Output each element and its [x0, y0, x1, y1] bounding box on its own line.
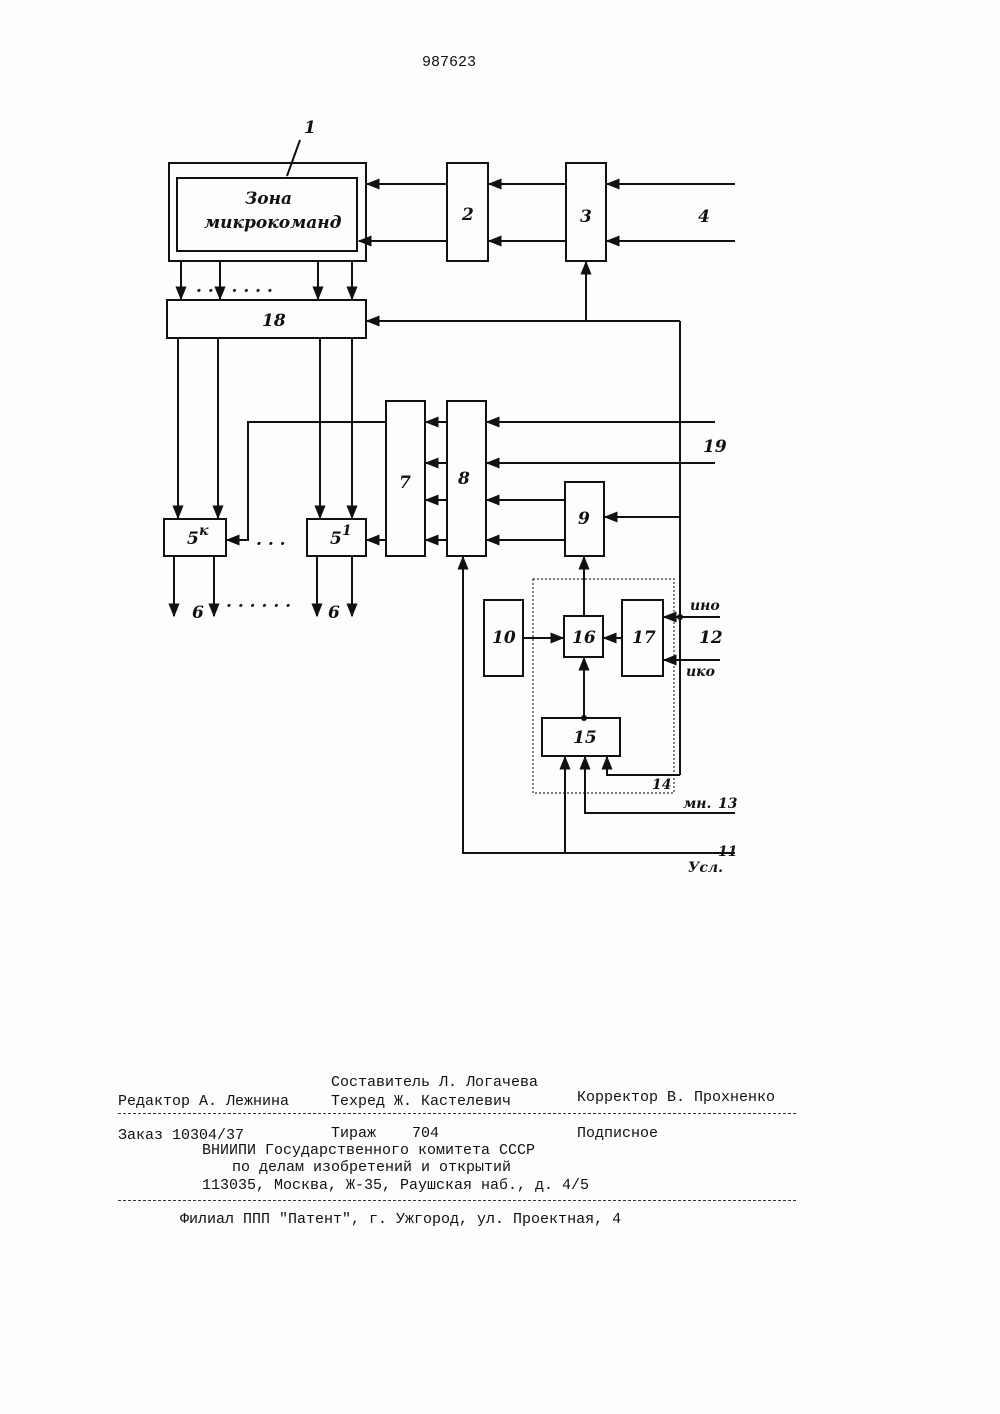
block-1-leader [287, 140, 300, 176]
colophon-po-delam: по делам изобретений и открытий [232, 1160, 511, 1175]
input-11-label: 11 [718, 844, 737, 860]
colophon-vniipi: ВНИИПИ Государственного комитета СССР [202, 1143, 535, 1158]
block-3-label: 3 [580, 207, 592, 227]
colophon-redaktor: Редактор А. Лежнина [118, 1094, 289, 1109]
colophon-tirazh: Тираж 704 [331, 1126, 439, 1141]
input-iko-label: ико [686, 664, 715, 680]
block-8-label: 8 [457, 469, 470, 489]
block-7-label: 7 [399, 473, 411, 493]
colophon-korrektor: Корректор В. Прохненко [577, 1090, 775, 1105]
input-4-label: 4 [698, 207, 710, 227]
block-2-label: 2 [461, 205, 474, 225]
input-usl-label: Усл. [688, 860, 723, 876]
colophon-sostavitel: Составитель Л. Логачева [331, 1075, 538, 1090]
block-17-label: 17 [632, 628, 656, 648]
colophon-rule-1 [118, 1113, 796, 1114]
input-ino-label: ино [690, 598, 720, 614]
zone-label-line2: микрокоманд [204, 213, 342, 233]
colophon-rule-2 [118, 1200, 796, 1201]
block-51-main: 5 [330, 529, 342, 549]
dots-bottom: . . . . . . [226, 592, 291, 612]
block-14-boundary [533, 579, 674, 793]
input-19-label: 19 [703, 437, 727, 457]
block-5k-sup: к [199, 523, 209, 539]
input-mn-label: мн. [683, 796, 711, 812]
output-6b-label: 6 [328, 603, 340, 623]
colophon-zakaz: Заказ 10304/37 [118, 1128, 244, 1143]
dots-top: . . . . . . . [196, 277, 273, 297]
block-1-label: 1 [304, 118, 316, 138]
colophon-address: 113035, Москва, Ж-35, Раушская наб., д. … [202, 1178, 589, 1193]
block-51-sup: 1 [342, 523, 352, 539]
colophon-podpisnoe: Подписное [577, 1126, 658, 1141]
colophon-tehred: Техред Ж. Кастелевич [331, 1094, 511, 1109]
input-13-label: 13 [718, 796, 738, 812]
block-16-label: 16 [572, 628, 596, 648]
dots-middle: . . . [256, 530, 286, 550]
block-9-label: 9 [578, 509, 590, 529]
input-12-label: 12 [699, 628, 723, 648]
block-15-label: 15 [573, 728, 597, 748]
block-10-label: 10 [492, 628, 516, 648]
block-5k-main: 5 [187, 529, 199, 549]
zone-label-line1: Зона [245, 189, 292, 209]
colophon-filial: Филиал ППП "Патент", г. Ужгород, ул. Про… [180, 1212, 621, 1227]
block-18-label: 18 [262, 311, 286, 331]
block-14-label: 14 [652, 777, 671, 793]
output-6a-label: 6 [192, 603, 204, 623]
